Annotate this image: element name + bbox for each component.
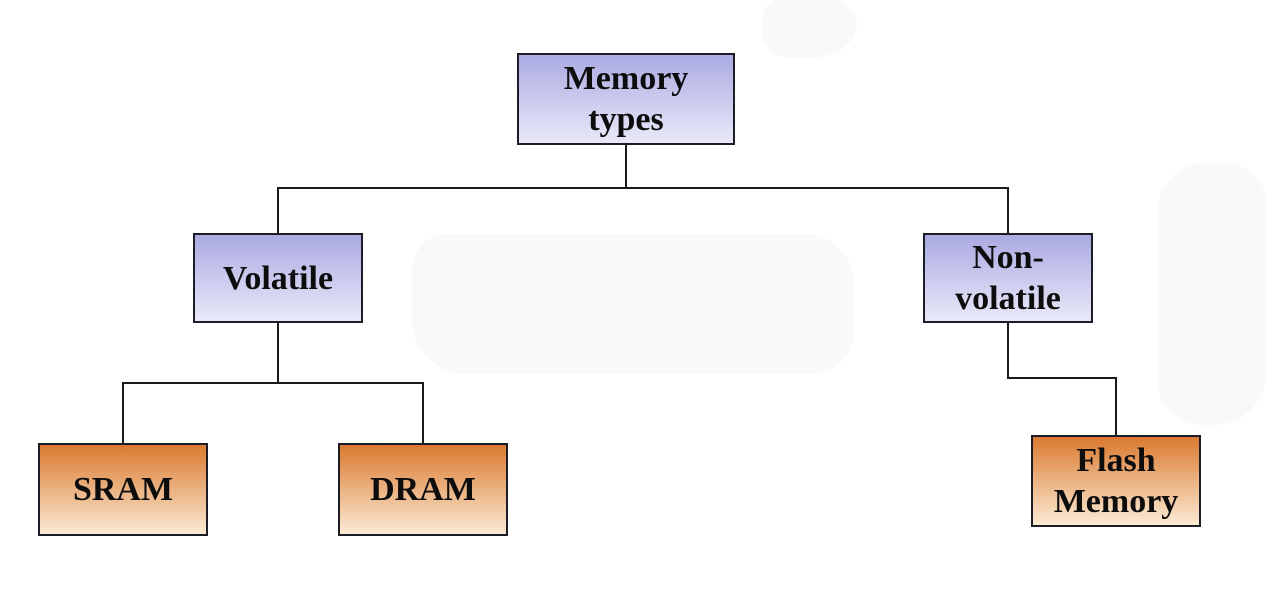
- connector-level1-horizontal: [277, 187, 1009, 189]
- connector-drop-volatile: [277, 187, 279, 234]
- whiteout-smudge-right: [1158, 163, 1266, 425]
- connector-level2-horizontal: [122, 382, 424, 384]
- whiteout-smudge-middle: [412, 234, 854, 374]
- connector-drop-flash: [1115, 377, 1117, 436]
- connector-drop-non-volatile: [1007, 187, 1009, 234]
- node-memory-types: Memory types: [517, 53, 735, 145]
- connector-flash-horizontal: [1007, 377, 1117, 379]
- node-volatile: Volatile: [193, 233, 363, 323]
- connector-drop-sram: [122, 382, 124, 444]
- node-flash-memory: Flash Memory: [1031, 435, 1201, 527]
- whiteout-smudge-top: [762, 0, 857, 58]
- node-non-volatile: Non- volatile: [923, 233, 1093, 323]
- connector-non-volatile-stem: [1007, 322, 1009, 379]
- node-sram: SRAM: [38, 443, 208, 536]
- node-dram: DRAM: [338, 443, 508, 536]
- connector-root-stem: [625, 145, 627, 189]
- connector-drop-dram: [422, 382, 424, 444]
- connector-volatile-stem: [277, 323, 279, 384]
